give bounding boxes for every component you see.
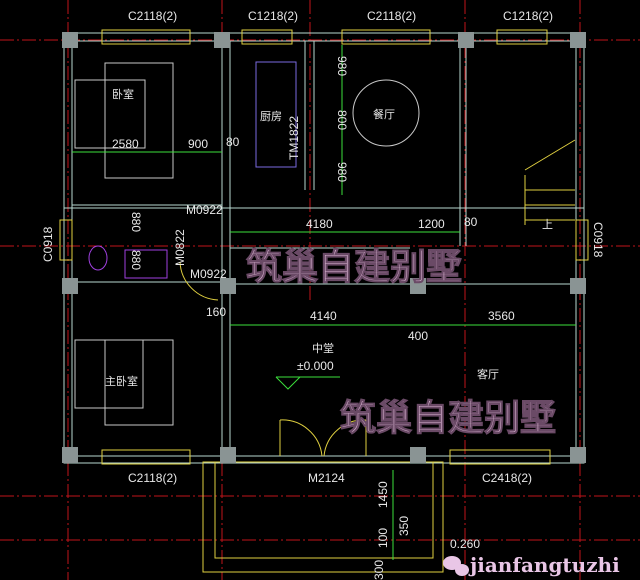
dimension: 4140 bbox=[310, 309, 337, 323]
floor-level-hall: ±0.000 bbox=[297, 359, 334, 373]
columns bbox=[62, 32, 586, 463]
window-label: C1218(2) bbox=[248, 9, 298, 23]
room-label-hall: 中堂 bbox=[312, 342, 334, 355]
watermark-account: jianfangtuzhi bbox=[468, 553, 620, 577]
floor-level-porch: 0.260 bbox=[450, 537, 480, 551]
dimension: 1450 bbox=[376, 481, 390, 508]
room-label-master-bedroom: 主卧室 bbox=[105, 374, 138, 388]
windows bbox=[59, 29, 589, 465]
door-label: M0822 bbox=[173, 229, 187, 266]
dimension: 350 bbox=[397, 516, 411, 536]
dimension: 1200 bbox=[418, 217, 445, 231]
door-label: TM1822 bbox=[287, 116, 301, 160]
watermark-text: 筑巢自建别墅 bbox=[246, 247, 462, 288]
room-label-bedroom: 卧室 bbox=[112, 87, 134, 101]
stairs-up-label: 上 bbox=[542, 218, 553, 231]
window-label: C1218(2) bbox=[503, 9, 553, 23]
room-label-living: 客厅 bbox=[477, 367, 499, 381]
dimension: 400 bbox=[408, 329, 428, 343]
door-label: M0922 bbox=[190, 267, 227, 281]
dimension: 80 bbox=[464, 215, 478, 229]
dimension: 3560 bbox=[488, 309, 515, 323]
door-label: M0922 bbox=[186, 203, 223, 217]
window-label: C2118(2) bbox=[367, 9, 416, 23]
dimension: 880 bbox=[129, 212, 143, 232]
dimension: 880 bbox=[129, 250, 143, 270]
dimension: 160 bbox=[206, 305, 226, 319]
room-label-kitchen: 厨房 bbox=[260, 110, 282, 123]
dimension: 800 bbox=[335, 110, 349, 130]
window-label: C2418(2) bbox=[482, 471, 532, 485]
watermark-text: 筑巢自建别墅 bbox=[340, 398, 556, 439]
dimension: 300 bbox=[372, 560, 386, 580]
walls bbox=[63, 32, 585, 573]
window-label: C0918 bbox=[41, 226, 55, 262]
dimension: 980 bbox=[335, 56, 349, 76]
room-label-dining: 餐厅 bbox=[373, 107, 395, 121]
window-label: C0918 bbox=[591, 222, 605, 258]
dimension: 900 bbox=[188, 137, 208, 151]
dimension: 4180 bbox=[306, 217, 333, 231]
dimension: 2580 bbox=[112, 137, 139, 151]
dimension: 100 bbox=[376, 528, 390, 548]
wechat-icon bbox=[443, 556, 469, 576]
window-label: C2118(2) bbox=[128, 9, 177, 23]
door-label: M2124 bbox=[308, 471, 345, 485]
dimension-lines bbox=[72, 45, 576, 560]
furniture bbox=[74, 61, 576, 426]
dimension: 80 bbox=[226, 135, 240, 149]
window-label: C2118(2) bbox=[128, 471, 177, 485]
dimension: 980 bbox=[335, 162, 349, 182]
